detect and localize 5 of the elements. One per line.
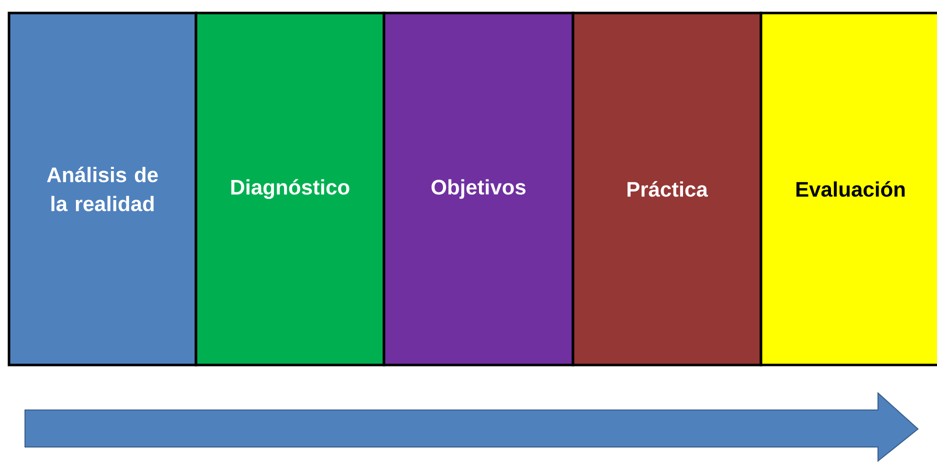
stage-box: Objetivos — [382, 12, 574, 366]
stage-box: Evaluación — [760, 12, 937, 366]
stage-box: Análisis de la realidad — [8, 12, 198, 366]
stage-box: Práctica — [572, 12, 762, 366]
stage-box: Diagnóstico — [194, 12, 386, 366]
